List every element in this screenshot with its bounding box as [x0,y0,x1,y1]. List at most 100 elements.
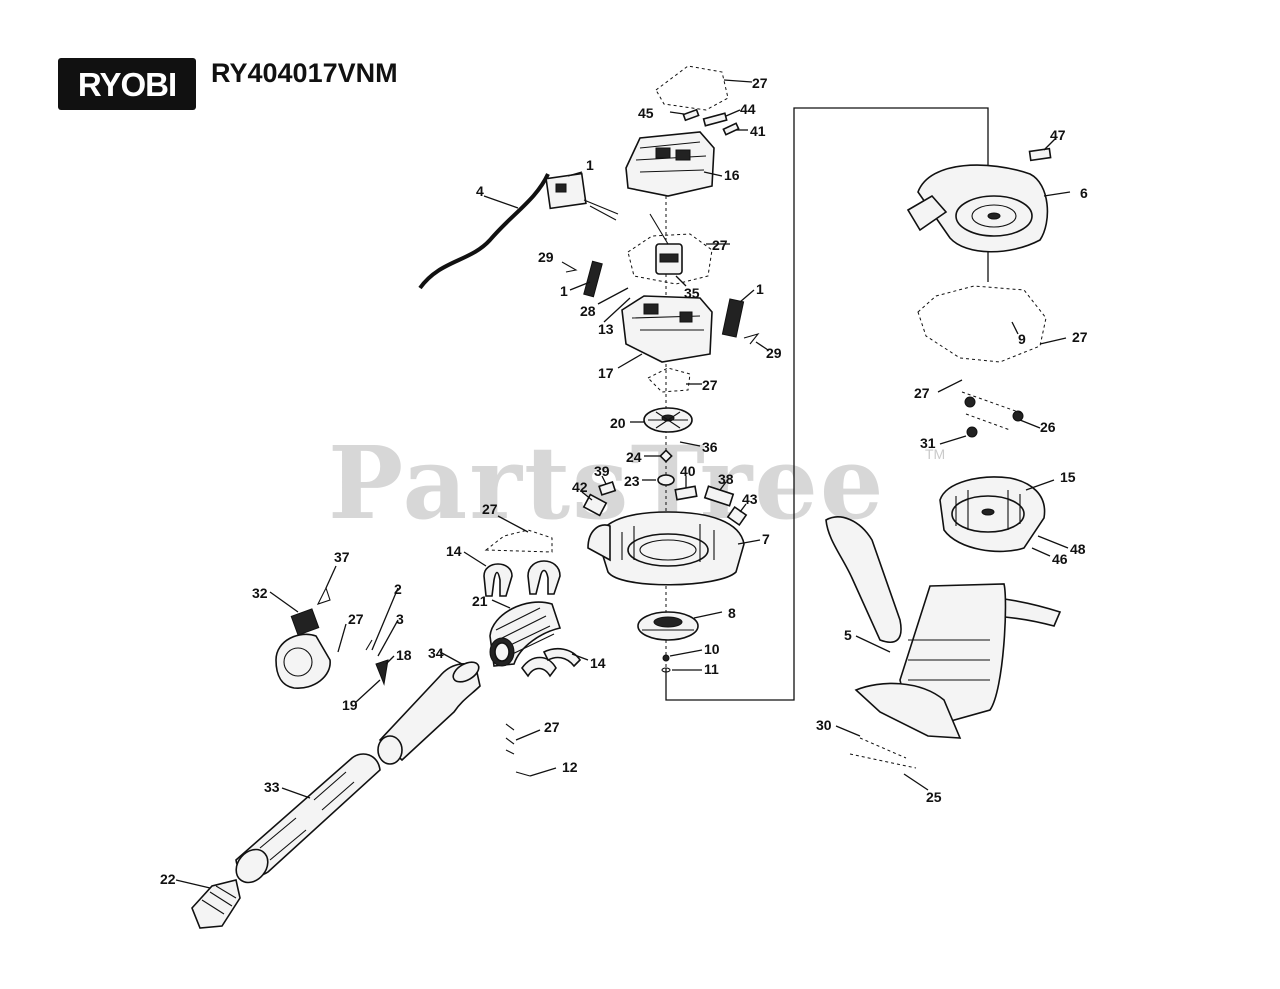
label-part-39 [598,481,617,496]
callout-5: 5 [844,627,852,643]
leader-27d [497,515,529,533]
grommet-31 [966,426,978,438]
watermark-trademark: TM [925,446,946,462]
leader-33 [281,787,311,799]
callout-13: 13 [598,321,614,337]
leader-25 [903,773,929,791]
callout-27d: 27 [482,501,498,517]
leader-15 [1025,479,1055,491]
callout-27c: 27 [702,377,718,393]
leader-3 [377,619,399,657]
callout-24: 24 [626,449,642,465]
screw-25-line [849,753,917,769]
callout-35: 35 [684,285,700,301]
callout-46: 46 [1052,551,1068,567]
callout-15: 15 [1060,469,1076,485]
nut-24 [659,449,673,463]
callout-8: 8 [728,605,736,621]
callout-37: 37 [334,549,350,565]
callout-9: 9 [1018,331,1026,347]
label-part-41 [722,122,740,136]
callout-2: 2 [394,581,402,597]
callout-39: 39 [594,463,610,479]
callout-1a: 1 [586,157,594,173]
label-part-45 [682,108,700,122]
leader-39 [601,475,607,485]
leader-6 [1043,191,1071,197]
nut-10 [662,654,670,662]
callout-23: 23 [624,473,640,489]
leader-12 [529,767,557,777]
callout-29a: 29 [538,249,554,265]
callout-31: 31 [920,435,936,451]
leader-27e [337,623,347,653]
leader-14a [463,551,487,567]
leader-21 [491,599,511,609]
callout-45: 45 [638,105,654,121]
callout-38: 38 [718,471,734,487]
blower-housing-6 [906,164,1049,253]
impeller-20 [643,407,693,433]
leader-38 [719,481,727,491]
callout-12: 12 [562,759,578,775]
leader-14b [571,653,589,661]
callout-28: 28 [580,303,596,319]
leader-47 [1043,137,1057,151]
fan-8 [637,611,699,641]
leader-17 [617,353,643,369]
blower-tube-33 [235,753,381,884]
clamp-14-lower-left [521,656,557,678]
leader-36 [679,441,701,447]
leader-5 [855,635,891,653]
callout-6: 6 [1080,185,1088,201]
label-part-38 [703,485,735,507]
callout-40: 40 [680,463,696,479]
callout-41: 41 [750,123,766,139]
leader-27h [937,379,963,393]
grommet-26-b [1012,410,1024,422]
fan-housing-7 [587,511,745,586]
callout-14b: 14 [590,655,606,671]
switch-plate-1-right [721,298,745,338]
callout-3: 3 [396,611,404,627]
screw-set-outline-3 [647,367,691,393]
leader-27a [723,79,753,83]
callout-36: 36 [702,439,718,455]
leader-1b [569,281,591,291]
throttle-handle-32 [275,608,331,689]
clip-12 [515,771,531,777]
label-part-44 [702,112,728,127]
nozzle-22 [191,879,241,929]
leader-45 [669,111,685,115]
leader-16 [703,171,723,177]
screw-set-outline-top [655,65,729,111]
leader-1c [739,289,755,303]
screws-27-lower [505,723,515,755]
leader-48 [1037,535,1069,549]
callout-30: 30 [816,717,832,733]
leader-35 [675,275,687,287]
callout-29b: 29 [766,345,782,361]
grommet-26-a [964,396,976,408]
ryobi-logo: RYOBI [58,58,196,110]
callout-17: 17 [598,365,614,381]
wire-harness-4 [418,173,550,290]
callout-22: 22 [160,871,176,887]
leader-32 [269,591,299,613]
leader-4 [483,195,519,209]
screw-set-outline-4 [484,529,553,553]
leader-18 [385,655,395,665]
callout-48: 48 [1070,541,1086,557]
callout-44: 44 [740,101,756,117]
lower-housing-15 [939,476,1046,553]
switch-module-1-top [545,172,619,221]
backpack-frame-5 [825,516,1062,739]
clamp-14-left [483,563,513,597]
washer-23 [657,474,675,486]
callout-4: 4 [476,183,484,199]
brand-name: RYOBI [77,66,177,103]
leader-28 [597,287,629,305]
flex-hose-21 [489,601,562,667]
leader-22 [175,879,211,889]
